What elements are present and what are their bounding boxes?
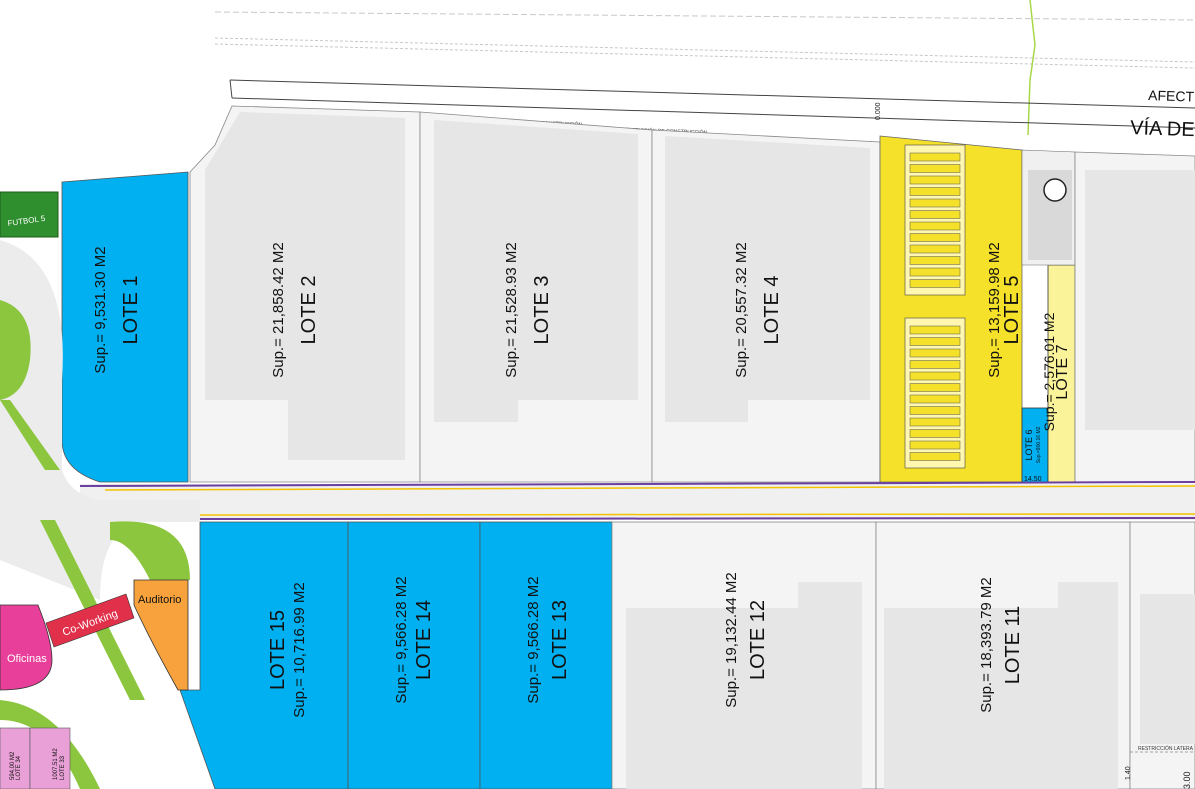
lote11-area: Sup.= 18,393.79 M2 — [978, 577, 995, 713]
lote5-unit — [909, 417, 961, 427]
lote4-building — [665, 136, 870, 422]
street-edges — [229, 79, 1195, 129]
lote5-unit — [909, 175, 961, 185]
lote14-label: LOTE 14 — [413, 600, 435, 680]
lote2-building — [205, 112, 405, 460]
lote33-shape — [29, 727, 71, 789]
lote10-building — [1140, 594, 1195, 744]
lote33-area: 1007.51 M2 — [53, 748, 59, 780]
oficinas-label: Oficinas — [7, 653, 47, 665]
lote7-area: Sup.= 2,576.01 M2 — [1041, 312, 1057, 431]
road-edge-bottom-purple — [199, 517, 1195, 520]
lote15-label: LOTE 15 — [267, 610, 289, 690]
coworking-shape[interactable] — [45, 593, 135, 648]
lote5-unit — [909, 210, 961, 219]
lote5-unit — [909, 429, 961, 438]
lote34-label: LOTE 34 — [16, 755, 22, 780]
lote5-unit — [909, 164, 961, 173]
lote5-unit — [909, 452, 961, 461]
lote3-area: Sup.= 21,528.93 M2 — [503, 242, 520, 378]
lote1-shape[interactable] — [61, 171, 189, 483]
road-edge-top-purple — [79, 481, 1195, 487]
lote14-area: Sup.= 9,566.28 M2 — [393, 576, 410, 703]
afect-label: AFECT — [1148, 87, 1195, 105]
lote5-unit — [909, 267, 961, 277]
lote3-building — [434, 120, 638, 422]
lote5-unit — [909, 221, 961, 231]
lote1-label: LOTE 1 — [120, 276, 142, 345]
lote5-area: Sup.= 13,159.98 M2 — [986, 242, 1003, 378]
lote13-label: LOTE 13 — [549, 600, 571, 680]
auditorio-label: Auditorio — [138, 594, 181, 606]
dim-right-2: 1.40 — [1125, 766, 1132, 780]
lote5-unit — [909, 233, 961, 242]
lote5-unit — [909, 279, 961, 288]
lote5-unit — [909, 152, 961, 162]
lote6-label: LOTE 6 — [1024, 429, 1034, 460]
lote5-unit — [909, 198, 961, 208]
highway-lines — [214, 11, 1195, 69]
lote2-area: Sup.= 21,858.42 M2 — [270, 242, 287, 378]
boundary-green-line — [1027, 0, 1036, 136]
lote4-label: LOTE 4 — [761, 276, 783, 345]
lote6-dim: 14.50 — [1024, 476, 1042, 483]
futbol-field[interactable] — [0, 191, 59, 238]
lote13-area: Sup.= 9,566.28 M2 — [525, 576, 542, 703]
lote5-label: LOTE 5 — [1001, 276, 1023, 345]
lote5-unit — [909, 187, 961, 196]
lote5-unit-stripes — [909, 152, 961, 461]
lote33-label: LOTE 33 — [60, 755, 66, 780]
lote3-label: LOTE 3 — [531, 276, 553, 345]
lot-labels: LOTE 1 Sup.= 9,531.30 M2 LOTE 2 Sup.= 21,85… — [92, 242, 1071, 718]
roundabout-green — [0, 300, 31, 400]
lote5-unit — [909, 325, 961, 335]
green-strip-3 — [110, 521, 190, 580]
lote5-unit — [909, 256, 961, 265]
lote4-area: Sup.= 20,557.32 M2 — [733, 242, 750, 378]
lote5-unit — [909, 406, 961, 415]
lote12-building — [626, 582, 862, 789]
roundabout-road — [0, 240, 200, 600]
lote5-unit — [909, 371, 961, 381]
lote12-area: Sup.= 19,132.44 M2 — [723, 572, 740, 708]
lote6-area: Sup.=900.16 M2 — [1036, 426, 1042, 463]
lote12-label: LOTE 12 — [747, 600, 769, 680]
lote8-building — [1085, 170, 1195, 430]
road-edge-bottom-yellow — [199, 513, 1195, 516]
lote2-label: LOTE 2 — [298, 276, 320, 345]
restriction-lateral-label: RESTRICCIÓN LATERA — [1138, 745, 1194, 752]
level-mark: 0.000 — [875, 102, 882, 120]
oficinas-shape[interactable] — [0, 604, 53, 691]
road-edge-top-yellow — [104, 485, 1195, 491]
dim-right-1: 3.00 — [1182, 771, 1192, 789]
green-strip-1 — [0, 400, 60, 470]
lote7-label: LOTE 7 — [1054, 344, 1071, 399]
lote11-building — [884, 582, 1118, 789]
green-strip-4 — [0, 700, 100, 789]
lote5-unit — [909, 348, 961, 358]
lote11-label: LOTE 11 — [1002, 606, 1024, 685]
lote15-shape[interactable] — [179, 521, 349, 789]
lote5-unit — [909, 394, 961, 404]
auditorio-shape[interactable] — [133, 579, 189, 691]
lote13-shape[interactable] — [479, 521, 613, 789]
lote5-unit — [909, 337, 961, 346]
lote34-area: 594.00 M2 — [10, 751, 16, 780]
roundabout-icon — [1043, 178, 1067, 202]
lote15-area: Sup.= 10,716.99 M2 — [291, 582, 308, 718]
lote5-unit — [909, 440, 961, 450]
lote5-unit — [909, 360, 961, 369]
lote5-unit — [909, 244, 961, 254]
via-label: VÍA DE — [1130, 116, 1195, 141]
lote5-unit — [909, 383, 961, 392]
lote1-area: Sup.= 9,531.30 M2 — [92, 246, 109, 373]
lote14-shape[interactable] — [347, 521, 481, 789]
